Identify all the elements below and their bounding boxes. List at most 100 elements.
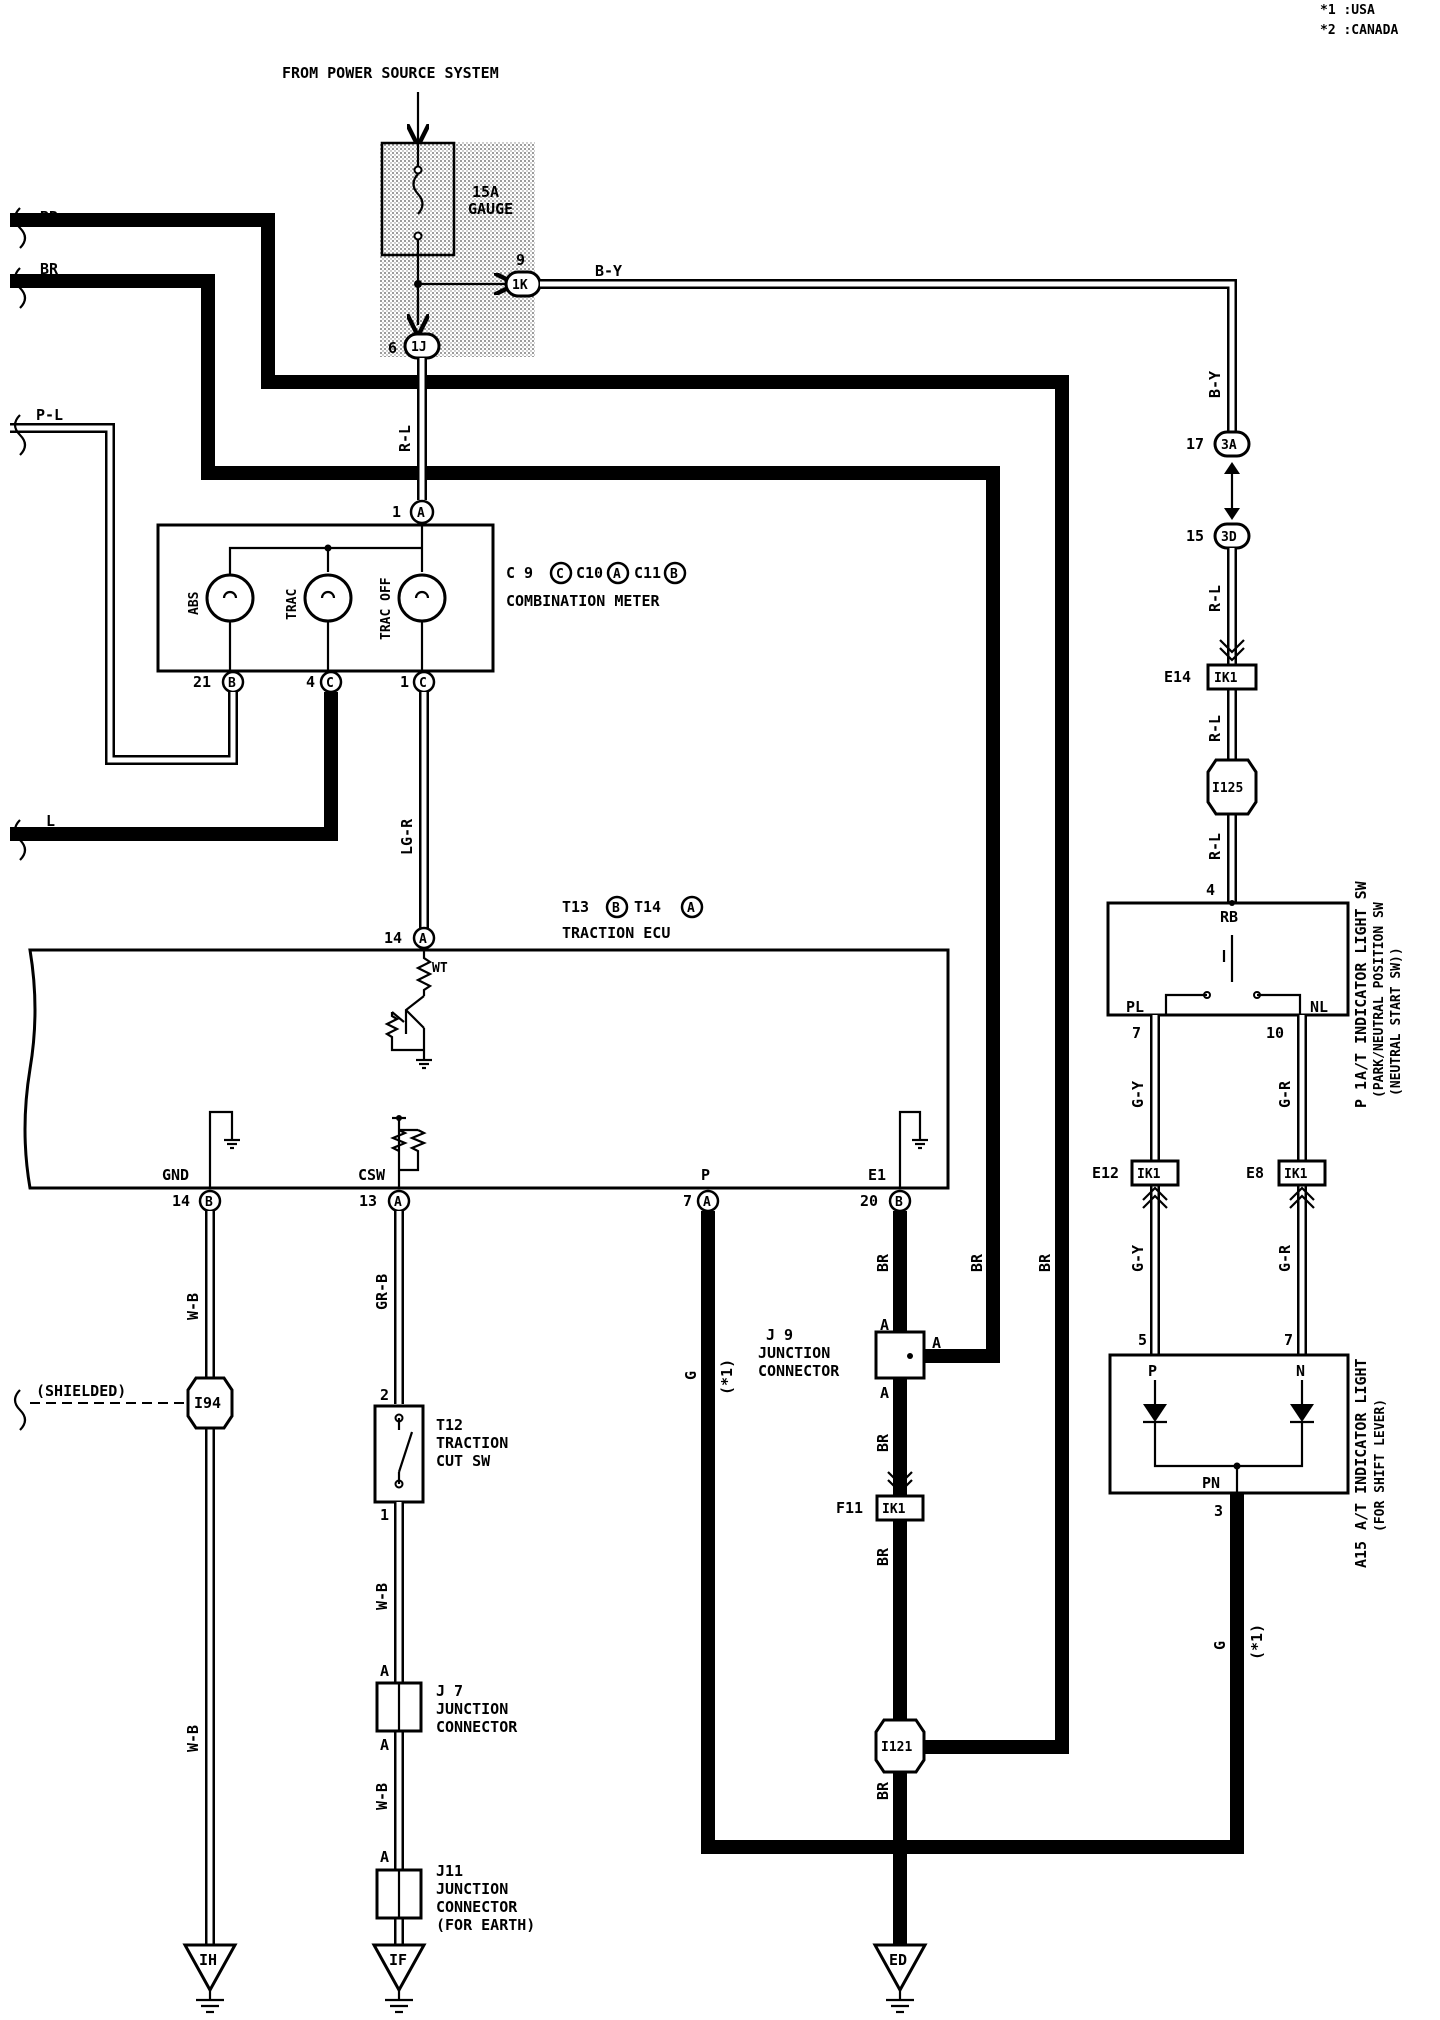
p1-nl: NL bbox=[1310, 998, 1328, 1016]
legend-canada: *2 :CANADA bbox=[1320, 23, 1398, 38]
wire-w-b-4: W-B bbox=[373, 1783, 391, 1810]
wire-lg-r: LG-R bbox=[398, 818, 416, 855]
lamp-trac bbox=[303, 573, 353, 623]
connector-i121 bbox=[874, 1718, 926, 1774]
meter-code-c9: C 9 bbox=[506, 564, 533, 582]
ecu-code-t13: T13 bbox=[562, 898, 589, 916]
ecu-pin13: 13 bbox=[359, 1192, 377, 1210]
lamp-abs-label: ABS bbox=[187, 591, 202, 615]
ecu-term-csw: CSW bbox=[358, 1166, 386, 1184]
e12-ik1: IK1 bbox=[1137, 1167, 1161, 1182]
wire-br-4: BR bbox=[874, 1433, 892, 1452]
j11-name3: (FOR EARTH) bbox=[436, 1916, 535, 1934]
fuse-amp: 15A bbox=[472, 183, 499, 201]
wire-br-1: BR bbox=[40, 208, 59, 226]
j7-a-top: A bbox=[380, 1662, 389, 1680]
wire-g-r-2: G-R bbox=[1276, 1244, 1294, 1272]
ecu-term-p: P bbox=[701, 1166, 710, 1184]
meter-pin1-conn: C bbox=[419, 676, 427, 691]
wire-r-l-2: R-L bbox=[1206, 585, 1224, 612]
a15-n: N bbox=[1296, 1362, 1305, 1380]
ecu-name: TRACTION ECU bbox=[562, 924, 670, 942]
ecu-pin7: 7 bbox=[683, 1192, 692, 1210]
wire-g-r-1: G-R bbox=[1276, 1080, 1294, 1108]
wire-g-2: G bbox=[1211, 1641, 1229, 1650]
lamp-trac-off-label: TRAC OFF bbox=[379, 577, 394, 640]
meter-pin4: 4 bbox=[306, 673, 315, 691]
e12-label: E12 bbox=[1092, 1164, 1119, 1182]
a15-code: A15 bbox=[1352, 1541, 1370, 1568]
e14-label: E14 bbox=[1164, 668, 1191, 686]
meter-conn-a: A bbox=[417, 506, 425, 521]
ecu-term-gnd: GND bbox=[162, 1166, 189, 1184]
ecu-pin14-top-conn: A bbox=[419, 932, 427, 947]
a15-name2: (FOR SHIFT LEVER) bbox=[1373, 1399, 1388, 1532]
j9-name1: JUNCTION bbox=[758, 1344, 830, 1362]
ecu-pin7-conn: A bbox=[703, 1195, 711, 1210]
wire-p-l: P-L bbox=[36, 406, 63, 424]
pin-17: 17 bbox=[1186, 435, 1204, 453]
a15-pin5: 5 bbox=[1138, 1331, 1147, 1349]
j9-code: J 9 bbox=[766, 1326, 793, 1344]
junction-connector-j9 bbox=[874, 1330, 926, 1380]
wire-g-1: G bbox=[682, 1371, 700, 1380]
f11-label: F11 bbox=[836, 1499, 863, 1517]
wire-r-l-4: R-L bbox=[1206, 833, 1224, 860]
meter-code-c10: C10 bbox=[576, 564, 603, 582]
a15-pin7: 7 bbox=[1284, 1331, 1293, 1349]
connector-3d-label: 3D bbox=[1221, 530, 1237, 545]
a15-name1: A/T INDICATOR LIGHT bbox=[1352, 1358, 1370, 1530]
ground-if bbox=[371, 1943, 427, 2014]
traction-ecu bbox=[23, 948, 950, 1190]
t12-code: T12 bbox=[436, 1416, 463, 1434]
br-wire-break-1 bbox=[13, 207, 27, 249]
meter-code-c9-conn: C bbox=[556, 567, 564, 582]
p1-name2: (PARK/NEUTRAL POSITION SW bbox=[1372, 902, 1387, 1098]
j11-a: A bbox=[380, 1848, 389, 1866]
wire-r-l-3: R-L bbox=[1206, 715, 1224, 742]
p1-name3: (NEUTRAL START SW)) bbox=[1389, 947, 1404, 1096]
wire-g-y-1: G-Y bbox=[1129, 1081, 1147, 1108]
t12-pin1: 1 bbox=[380, 1506, 389, 1524]
park-neutral-position-switch[interactable] bbox=[1106, 901, 1350, 1017]
wire-note1-2: (*1) bbox=[1248, 1624, 1266, 1660]
br-wire-break-2 bbox=[13, 267, 27, 309]
connector-3a-label: 3A bbox=[1221, 438, 1237, 453]
ecu-csw-internal bbox=[390, 1115, 427, 1188]
p1-code: P 1 bbox=[1352, 1081, 1370, 1108]
lamp-abs bbox=[205, 573, 255, 623]
meter-pin21-conn: B bbox=[228, 676, 236, 691]
fuse-icon bbox=[412, 135, 424, 255]
j9-name2: CONNECTOR bbox=[758, 1362, 840, 1380]
ecu-pin20: 20 bbox=[860, 1192, 878, 1210]
meter-pin4-conn: C bbox=[326, 676, 334, 691]
connector-e8-ik1 bbox=[1277, 1159, 1327, 1187]
wire-br-2: BR bbox=[40, 260, 59, 278]
t12-name2: CUT SW bbox=[436, 1452, 491, 1470]
ground-ed bbox=[872, 1943, 928, 2014]
ecu-pin14-top: 14 bbox=[384, 929, 402, 947]
ecu-pin14: 14 bbox=[172, 1192, 190, 1210]
wire-br-7: BR bbox=[968, 1253, 986, 1272]
a15-p: P bbox=[1148, 1362, 1157, 1380]
ecu-e1-internal bbox=[898, 1110, 928, 1188]
wire-w-b-3: W-B bbox=[373, 1583, 391, 1610]
wire-br-5: BR bbox=[874, 1547, 892, 1566]
j9-a-right: A bbox=[932, 1334, 941, 1352]
connector-e12-ik1 bbox=[1130, 1159, 1180, 1187]
connector-i125 bbox=[1206, 758, 1258, 816]
pin-6: 6 bbox=[388, 339, 397, 357]
power-source-title: FROM POWER SOURCE SYSTEM bbox=[282, 64, 499, 82]
wire-r-l-1: R-L bbox=[396, 425, 414, 452]
ground-if-label: IF bbox=[389, 1951, 407, 1969]
ecu-ground-symbol bbox=[416, 1058, 432, 1070]
ecu-pin14-conn: B bbox=[205, 1195, 213, 1210]
e8-ik1: IK1 bbox=[1284, 1167, 1308, 1182]
connector-3a bbox=[1213, 430, 1251, 458]
wire-gr-b: GR-B bbox=[373, 1274, 391, 1310]
ground-ih bbox=[182, 1943, 238, 2014]
p1-pin7: 7 bbox=[1132, 1024, 1141, 1042]
ecu-code-t14-conn: A bbox=[687, 901, 695, 916]
wire-w-b-1: W-B bbox=[184, 1293, 202, 1320]
